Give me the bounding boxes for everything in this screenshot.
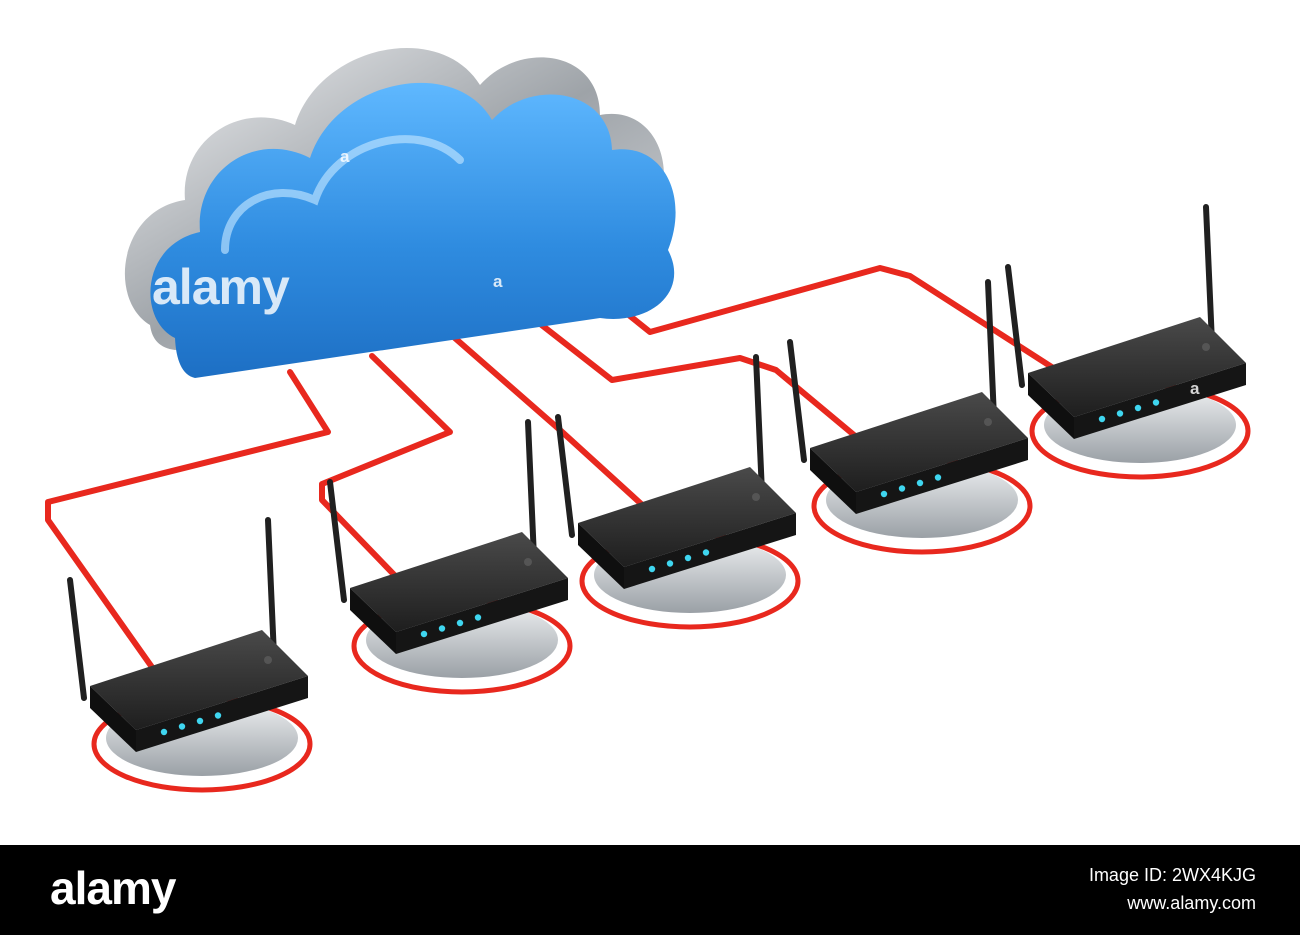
- router-led: [1098, 415, 1106, 423]
- router-led: [474, 614, 482, 621]
- router-body-top: [350, 532, 568, 632]
- router-led: [880, 490, 888, 498]
- router-led: [438, 625, 446, 632]
- router-led: [916, 479, 924, 487]
- router-button: [524, 558, 532, 566]
- router-led: [1116, 410, 1124, 417]
- router-button: [984, 418, 992, 426]
- cable-5: [597, 265, 1075, 383]
- router-body-front: [396, 578, 568, 654]
- router-body-front: [1074, 363, 1246, 439]
- router-body-front: [136, 676, 308, 752]
- router-antenna: [265, 517, 277, 659]
- router-4: [787, 279, 1033, 555]
- router-antenna: [555, 414, 575, 538]
- router-body-top: [578, 467, 796, 567]
- router-body-side: [90, 686, 136, 752]
- image-id: Image ID: 2WX4KJG: [1088, 865, 1256, 885]
- cloud-highlight: [221, 135, 464, 254]
- router-body-front: [856, 438, 1028, 514]
- routers: [67, 204, 1251, 793]
- cable-1: [45, 369, 331, 741]
- router-led: [178, 723, 186, 730]
- cloud-shape: [124, 47, 676, 379]
- router-button: [264, 656, 272, 664]
- router-led: [648, 565, 656, 573]
- router-button: [752, 493, 760, 501]
- router-led: [1152, 399, 1160, 406]
- router-button: [1202, 343, 1210, 351]
- router-3: [555, 354, 801, 630]
- cloud-body: [150, 82, 676, 379]
- footer-meta: Image ID: 2WX4KJG www.alamy.com: [1089, 861, 1256, 917]
- router-led: [666, 560, 674, 567]
- router-body-front: [624, 513, 796, 589]
- router-led: [456, 619, 464, 627]
- router-body-side: [350, 588, 396, 654]
- router-led: [214, 712, 222, 719]
- cloud-network-illustration: [45, 47, 1251, 793]
- router-body-top: [1028, 317, 1246, 417]
- cable-3: [445, 329, 653, 515]
- router-antenna: [787, 339, 807, 463]
- router-antenna: [327, 479, 347, 603]
- router-5: [1005, 204, 1251, 480]
- alamy-logo[interactable]: alamy: [50, 862, 176, 914]
- router-antenna: [525, 419, 537, 561]
- router-led: [196, 717, 204, 725]
- router-led: [684, 554, 692, 562]
- router-led: [420, 630, 428, 638]
- router-2: [327, 419, 573, 695]
- router-antenna: [1203, 204, 1215, 346]
- site-url[interactable]: www.alamy.com: [1127, 893, 1256, 913]
- router-1: [67, 517, 313, 793]
- router-body-side: [810, 448, 856, 514]
- router-led: [1134, 404, 1142, 412]
- router-antenna: [1005, 264, 1025, 388]
- footer-bar: alamy Image ID: 2WX4KJG www.alamy.com: [0, 845, 1300, 935]
- router-body-top: [90, 630, 308, 730]
- router-body-side: [578, 523, 624, 589]
- router-antenna: [753, 354, 765, 496]
- router-led: [934, 474, 942, 481]
- router-antenna: [67, 577, 87, 701]
- router-antenna: [985, 279, 997, 421]
- router-body-side: [1028, 373, 1074, 439]
- router-led: [160, 728, 168, 736]
- router-body-top: [810, 392, 1028, 492]
- cable-2: [319, 353, 453, 615]
- cable-4: [522, 309, 875, 453]
- router-led: [702, 549, 710, 556]
- router-led: [898, 485, 906, 492]
